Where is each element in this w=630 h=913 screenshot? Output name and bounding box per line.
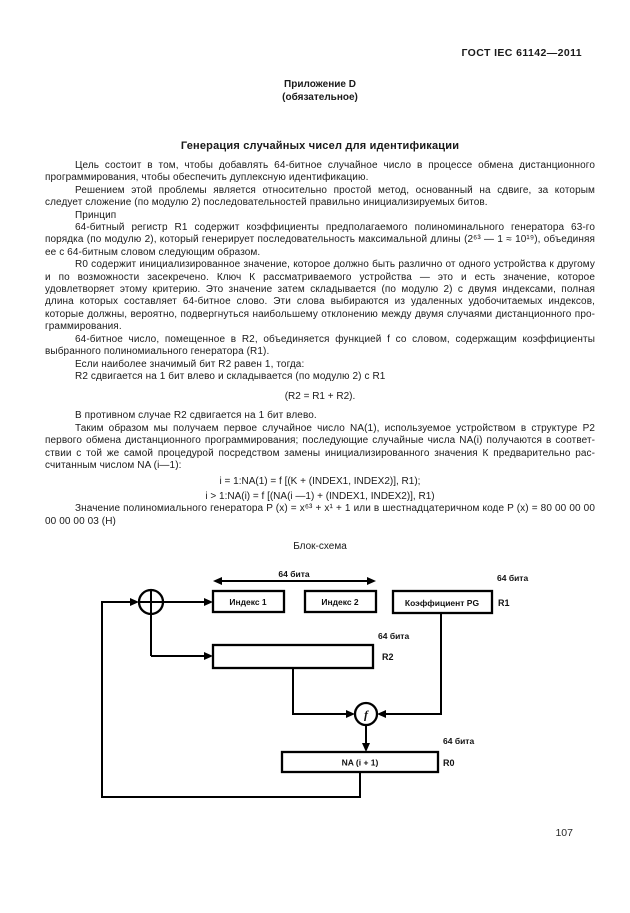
paragraph-shift-rule: R2 сдвигается на 1 бит влево и складывае…	[75, 370, 386, 382]
register-r1-label: R1	[498, 598, 510, 608]
formula-na-i: i > 1:NA(i) = f [(NA(i —1) + (INDEX1, IN…	[205, 491, 435, 503]
index1-arrowhead	[204, 598, 213, 606]
paragraph-goal: Цель состоит в том, чтобы добавлять 64-б…	[45, 160, 595, 184]
register-r2-label: R2	[382, 652, 394, 662]
register-r0-label: R0	[443, 758, 455, 768]
r2-to-f-wire	[292, 668, 346, 715]
dimension-arrowhead-left	[213, 577, 222, 585]
index2-box	[303, 589, 378, 614]
feedback-loop-wire	[101, 601, 361, 798]
f-left-arrowhead	[346, 710, 355, 718]
index1-box	[211, 589, 286, 614]
coefficient-pg-box	[391, 589, 494, 615]
index2-label: Индекс 2	[321, 597, 359, 607]
paragraph-register-r1: 64-битный регистр R1 содержит коэффициен…	[45, 222, 595, 258]
na-register-box	[280, 750, 440, 774]
appendix-label: Приложение D	[284, 79, 356, 90]
block-diagram: 64 бита Индекс 1 Индекс 2 Коэффициент PG…	[101, 569, 528, 798]
appendix-type: (обязательное)	[282, 92, 358, 103]
appendix-heading: Приложение D (обязательное)	[45, 78, 595, 104]
paragraph-polynomial-value: Значение полиномиального генератора P (x…	[45, 503, 595, 527]
paragraph-number-r2: 64-битное число, помещенное в R2, объеди…	[45, 333, 595, 358]
na-arrowhead	[362, 743, 370, 752]
r2-register-box	[211, 643, 375, 670]
paragraph-principle-heading: Принцип	[75, 209, 117, 221]
diagram-caption: Блок-схема	[293, 541, 347, 553]
bits-r1-label: 64 бита	[497, 573, 528, 583]
dimension-arrowhead-right	[367, 577, 376, 585]
paragraph-register-r0: R0 содержит инициализированное значение,…	[45, 259, 595, 333]
formula-r2-equals: (R2 = R1 + R2).	[284, 391, 356, 403]
paragraph-na-sequence: Таким образом мы получаем первое случайн…	[45, 422, 595, 471]
pg-to-f-wire	[386, 613, 442, 715]
bits-r2-label: 64 бита	[378, 631, 409, 641]
bits-r0-label: 64 бита	[443, 736, 474, 746]
f-right-arrowhead	[377, 710, 386, 718]
page-number: 107	[555, 827, 573, 839]
paragraph-otherwise: В противном случае R2 сдвигается на 1 би…	[75, 410, 317, 422]
xor-input-arrowhead	[130, 598, 139, 606]
paragraph-solution: Решением этой проблемы является относите…	[45, 184, 595, 209]
function-f-label: f	[364, 708, 369, 722]
formula-na-1: i = 1:NA(1) = f [(K + (INDEX1, INDEX2)],…	[219, 476, 421, 488]
index1-label: Индекс 1	[229, 597, 267, 607]
bits-top-label: 64 бита	[278, 569, 309, 579]
section-title: Генерация случайных чисел для идентифика…	[180, 140, 460, 152]
coefficient-pg-label: Коэффициент PG	[405, 598, 480, 608]
r2-arrowhead	[204, 652, 213, 660]
text-column: ГОСТ IEC 61142—2011 Приложение D (обязат…	[45, 0, 595, 562]
paragraph-if-msb: Если наиболее значимый бит R2 равен 1, т…	[75, 358, 305, 370]
standard-number-header: ГОСТ IEC 61142—2011	[461, 47, 582, 59]
na-label: NA (i + 1)	[342, 758, 379, 768]
